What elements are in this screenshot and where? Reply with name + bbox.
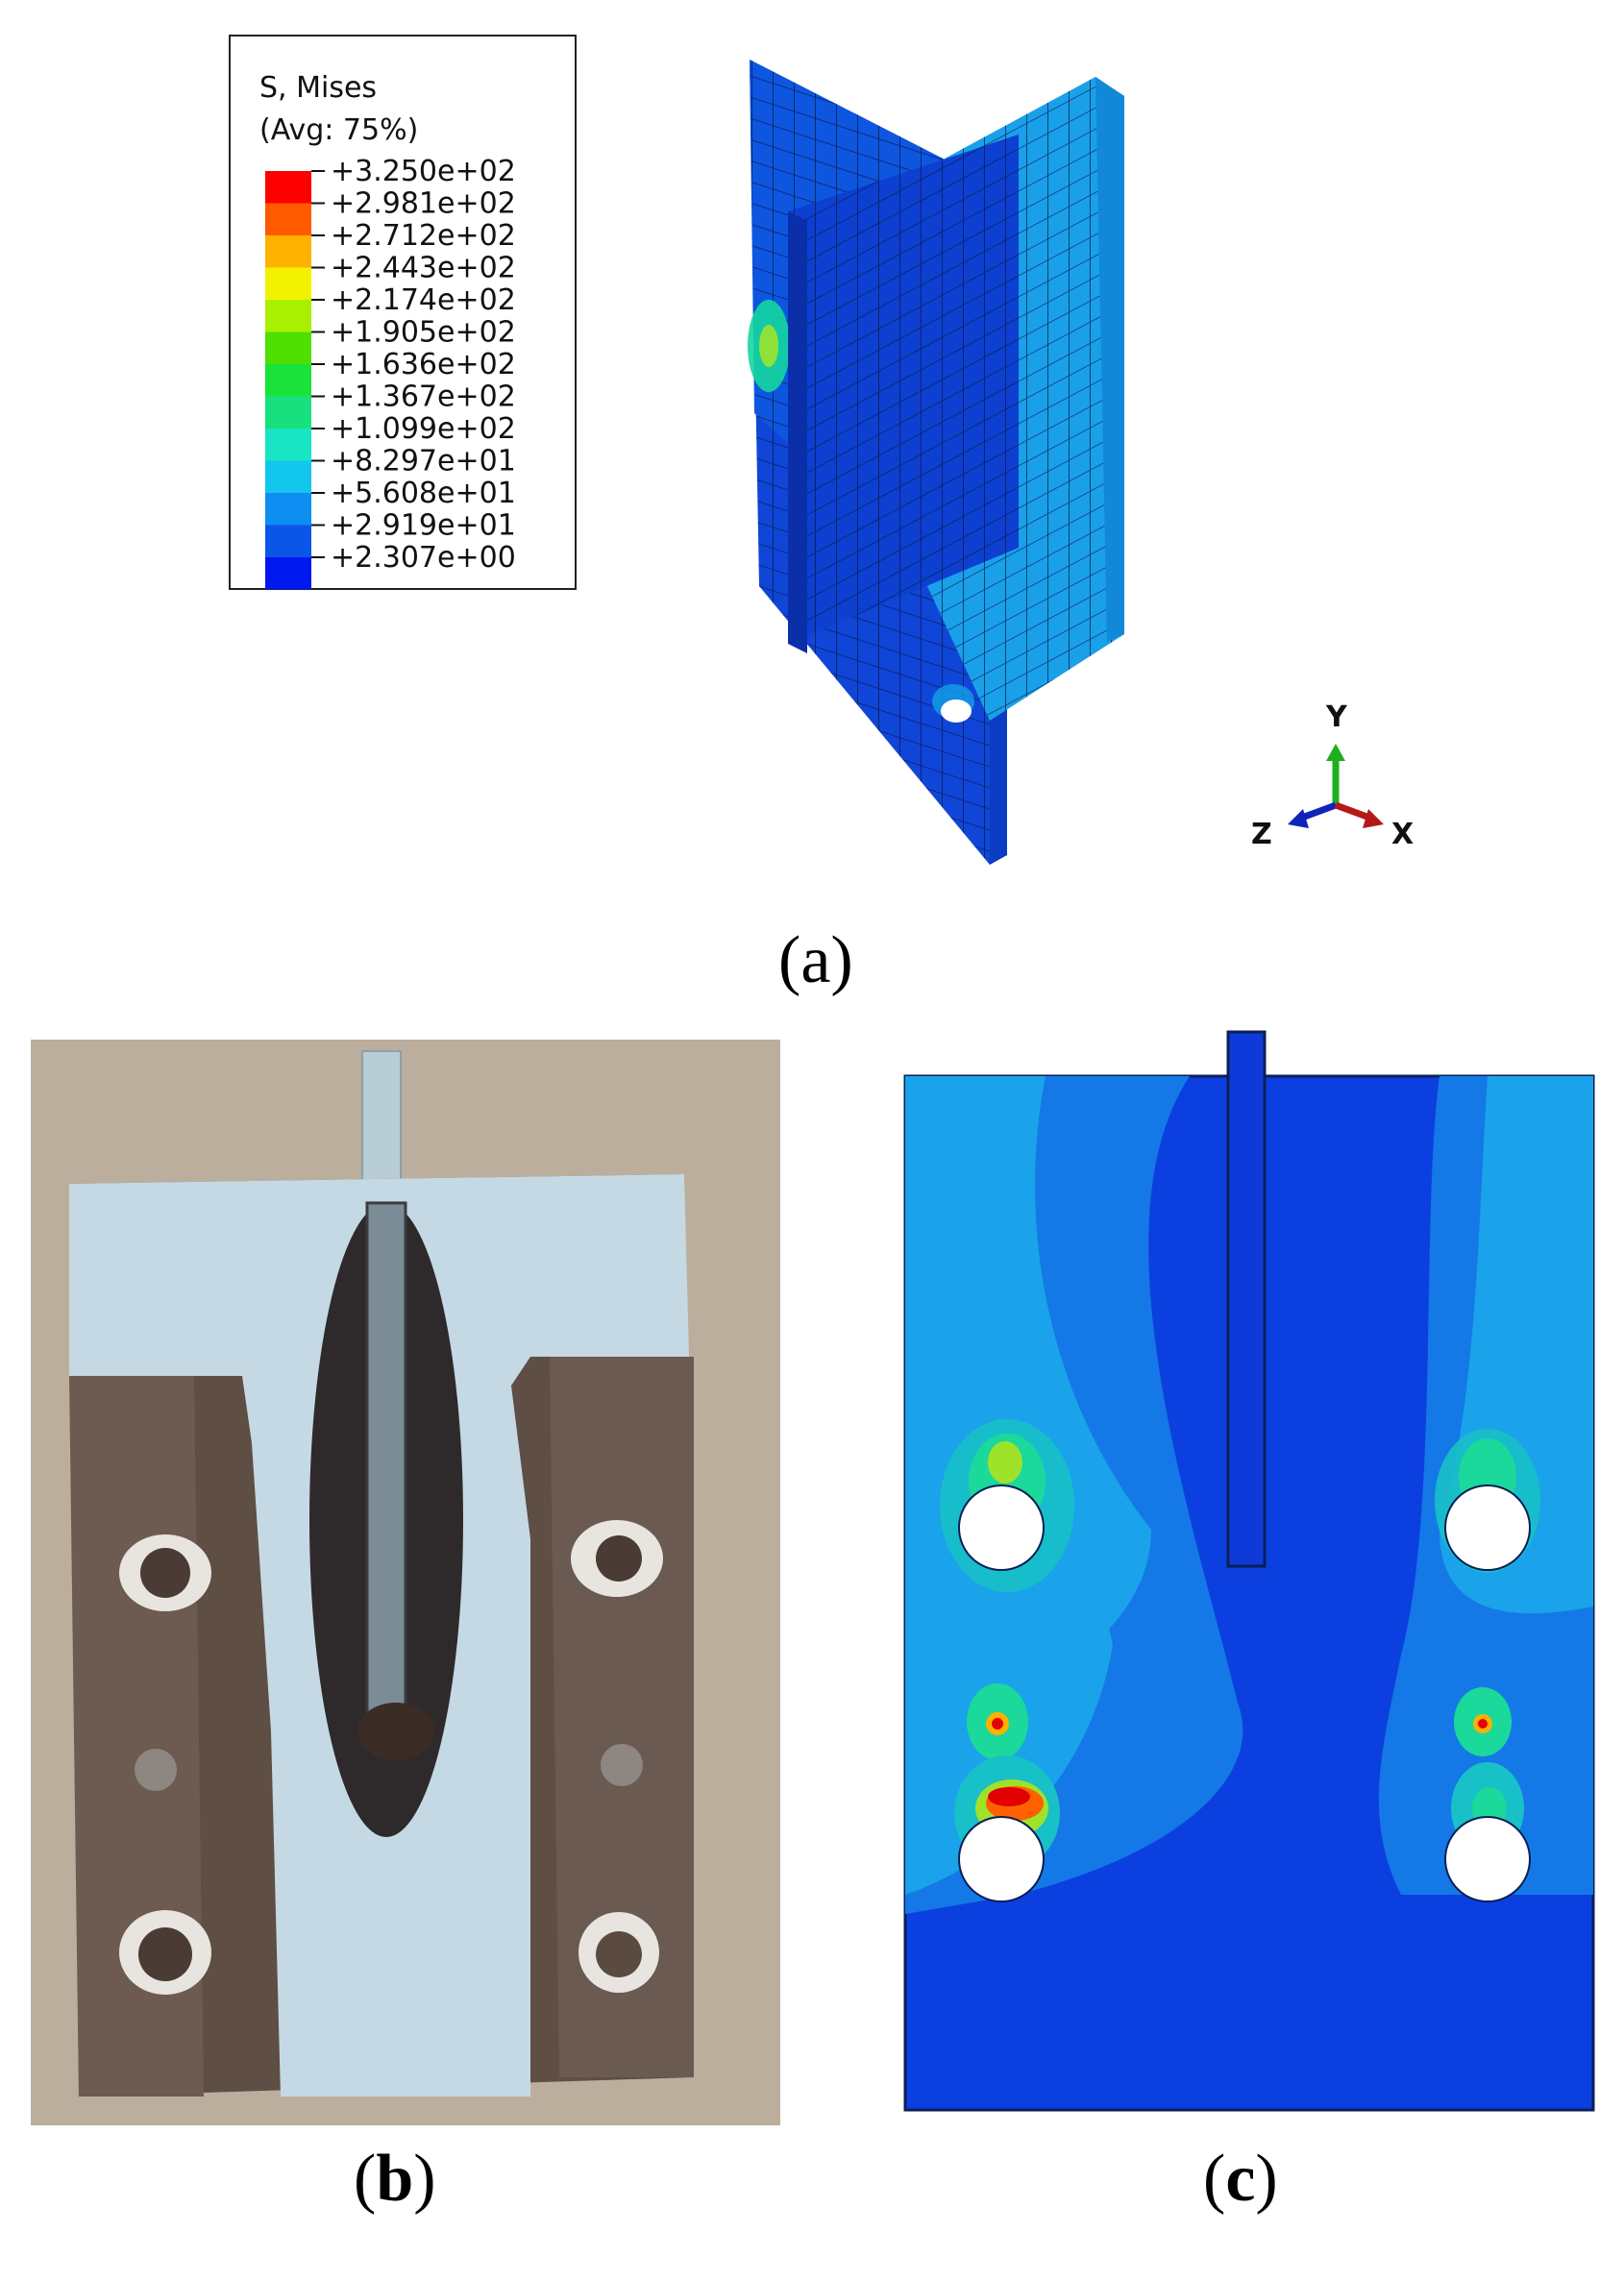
- legend-swatch: [265, 331, 311, 364]
- legend-value-label: +2.919e+01: [331, 509, 516, 543]
- legend-swatch: [265, 300, 311, 332]
- legend-swatch: [265, 525, 311, 557]
- legend-value-label: +2.174e+02: [331, 283, 516, 317]
- bolt-hole-upper-right: [1444, 1484, 1531, 1571]
- legend-swatch: [265, 171, 311, 204]
- legend-title: S, Mises: [259, 71, 378, 105]
- panel-c-label: (c): [1203, 2142, 1278, 2216]
- legend-swatch: [265, 267, 311, 300]
- legend-swatch: [265, 396, 311, 429]
- legend-swatch: [265, 429, 311, 461]
- legend-color-scale: +3.250e+02+2.981e+02+2.712e+02+2.443e+02…: [265, 155, 516, 590]
- legend-swatch: [265, 364, 311, 397]
- x-axis-arrow: [1334, 801, 1374, 822]
- protruding-tab: [361, 1050, 402, 1196]
- legend-value-label: +2.981e+02: [331, 187, 516, 221]
- bolt-head-left: [135, 1749, 177, 1791]
- fe-model-3d: [748, 60, 1124, 865]
- legend-swatch: [265, 460, 311, 493]
- legend-value-label: +1.905e+02: [331, 316, 516, 350]
- stiffener-section: [1226, 1030, 1267, 1568]
- legend-value-label: +2.307e+00: [331, 541, 516, 575]
- stress-legend: S, Mises (Avg: 75%) +3.250e+02+2.981e+02…: [229, 35, 577, 590]
- bolt-head-right: [601, 1744, 643, 1786]
- legend-value-label: +1.099e+02: [331, 412, 516, 446]
- panel-b-label: (b): [354, 2142, 436, 2216]
- legend-value-label: +8.297e+01: [331, 445, 516, 478]
- legend-value-label: +1.636e+02: [331, 348, 516, 381]
- legend-value-label: +3.250e+02: [331, 155, 516, 188]
- legend-swatch: [265, 557, 311, 590]
- legend-value-label: +2.443e+02: [331, 252, 516, 285]
- legend-value-label: +5.608e+01: [331, 477, 516, 510]
- z-axis-arrow: [1297, 801, 1338, 822]
- legend-swatch: [265, 493, 311, 526]
- z-axis-label: Z: [1251, 818, 1272, 851]
- bolt-hole-upper-left: [958, 1484, 1045, 1571]
- bolt-hole-lower-right: [1444, 1816, 1531, 1902]
- legend-swatch: [265, 235, 311, 268]
- bolt-hole-lower-left: [958, 1816, 1045, 1902]
- web-plate: [788, 135, 1019, 653]
- specimen-photo: [31, 1040, 780, 2125]
- panel-a-label: (a): [778, 923, 853, 997]
- legend-swatch: [265, 203, 311, 235]
- y-axis-label: Y: [1325, 700, 1348, 734]
- legend-value-label: +1.367e+02: [331, 380, 516, 414]
- x-axis-label: X: [1391, 818, 1414, 851]
- axis-triad: Y Z X: [1251, 700, 1414, 851]
- stress-contour-plot: [903, 1030, 1595, 2112]
- legend-subtitle: (Avg: 75%): [259, 113, 419, 147]
- legend-value-label: +2.712e+02: [331, 219, 516, 253]
